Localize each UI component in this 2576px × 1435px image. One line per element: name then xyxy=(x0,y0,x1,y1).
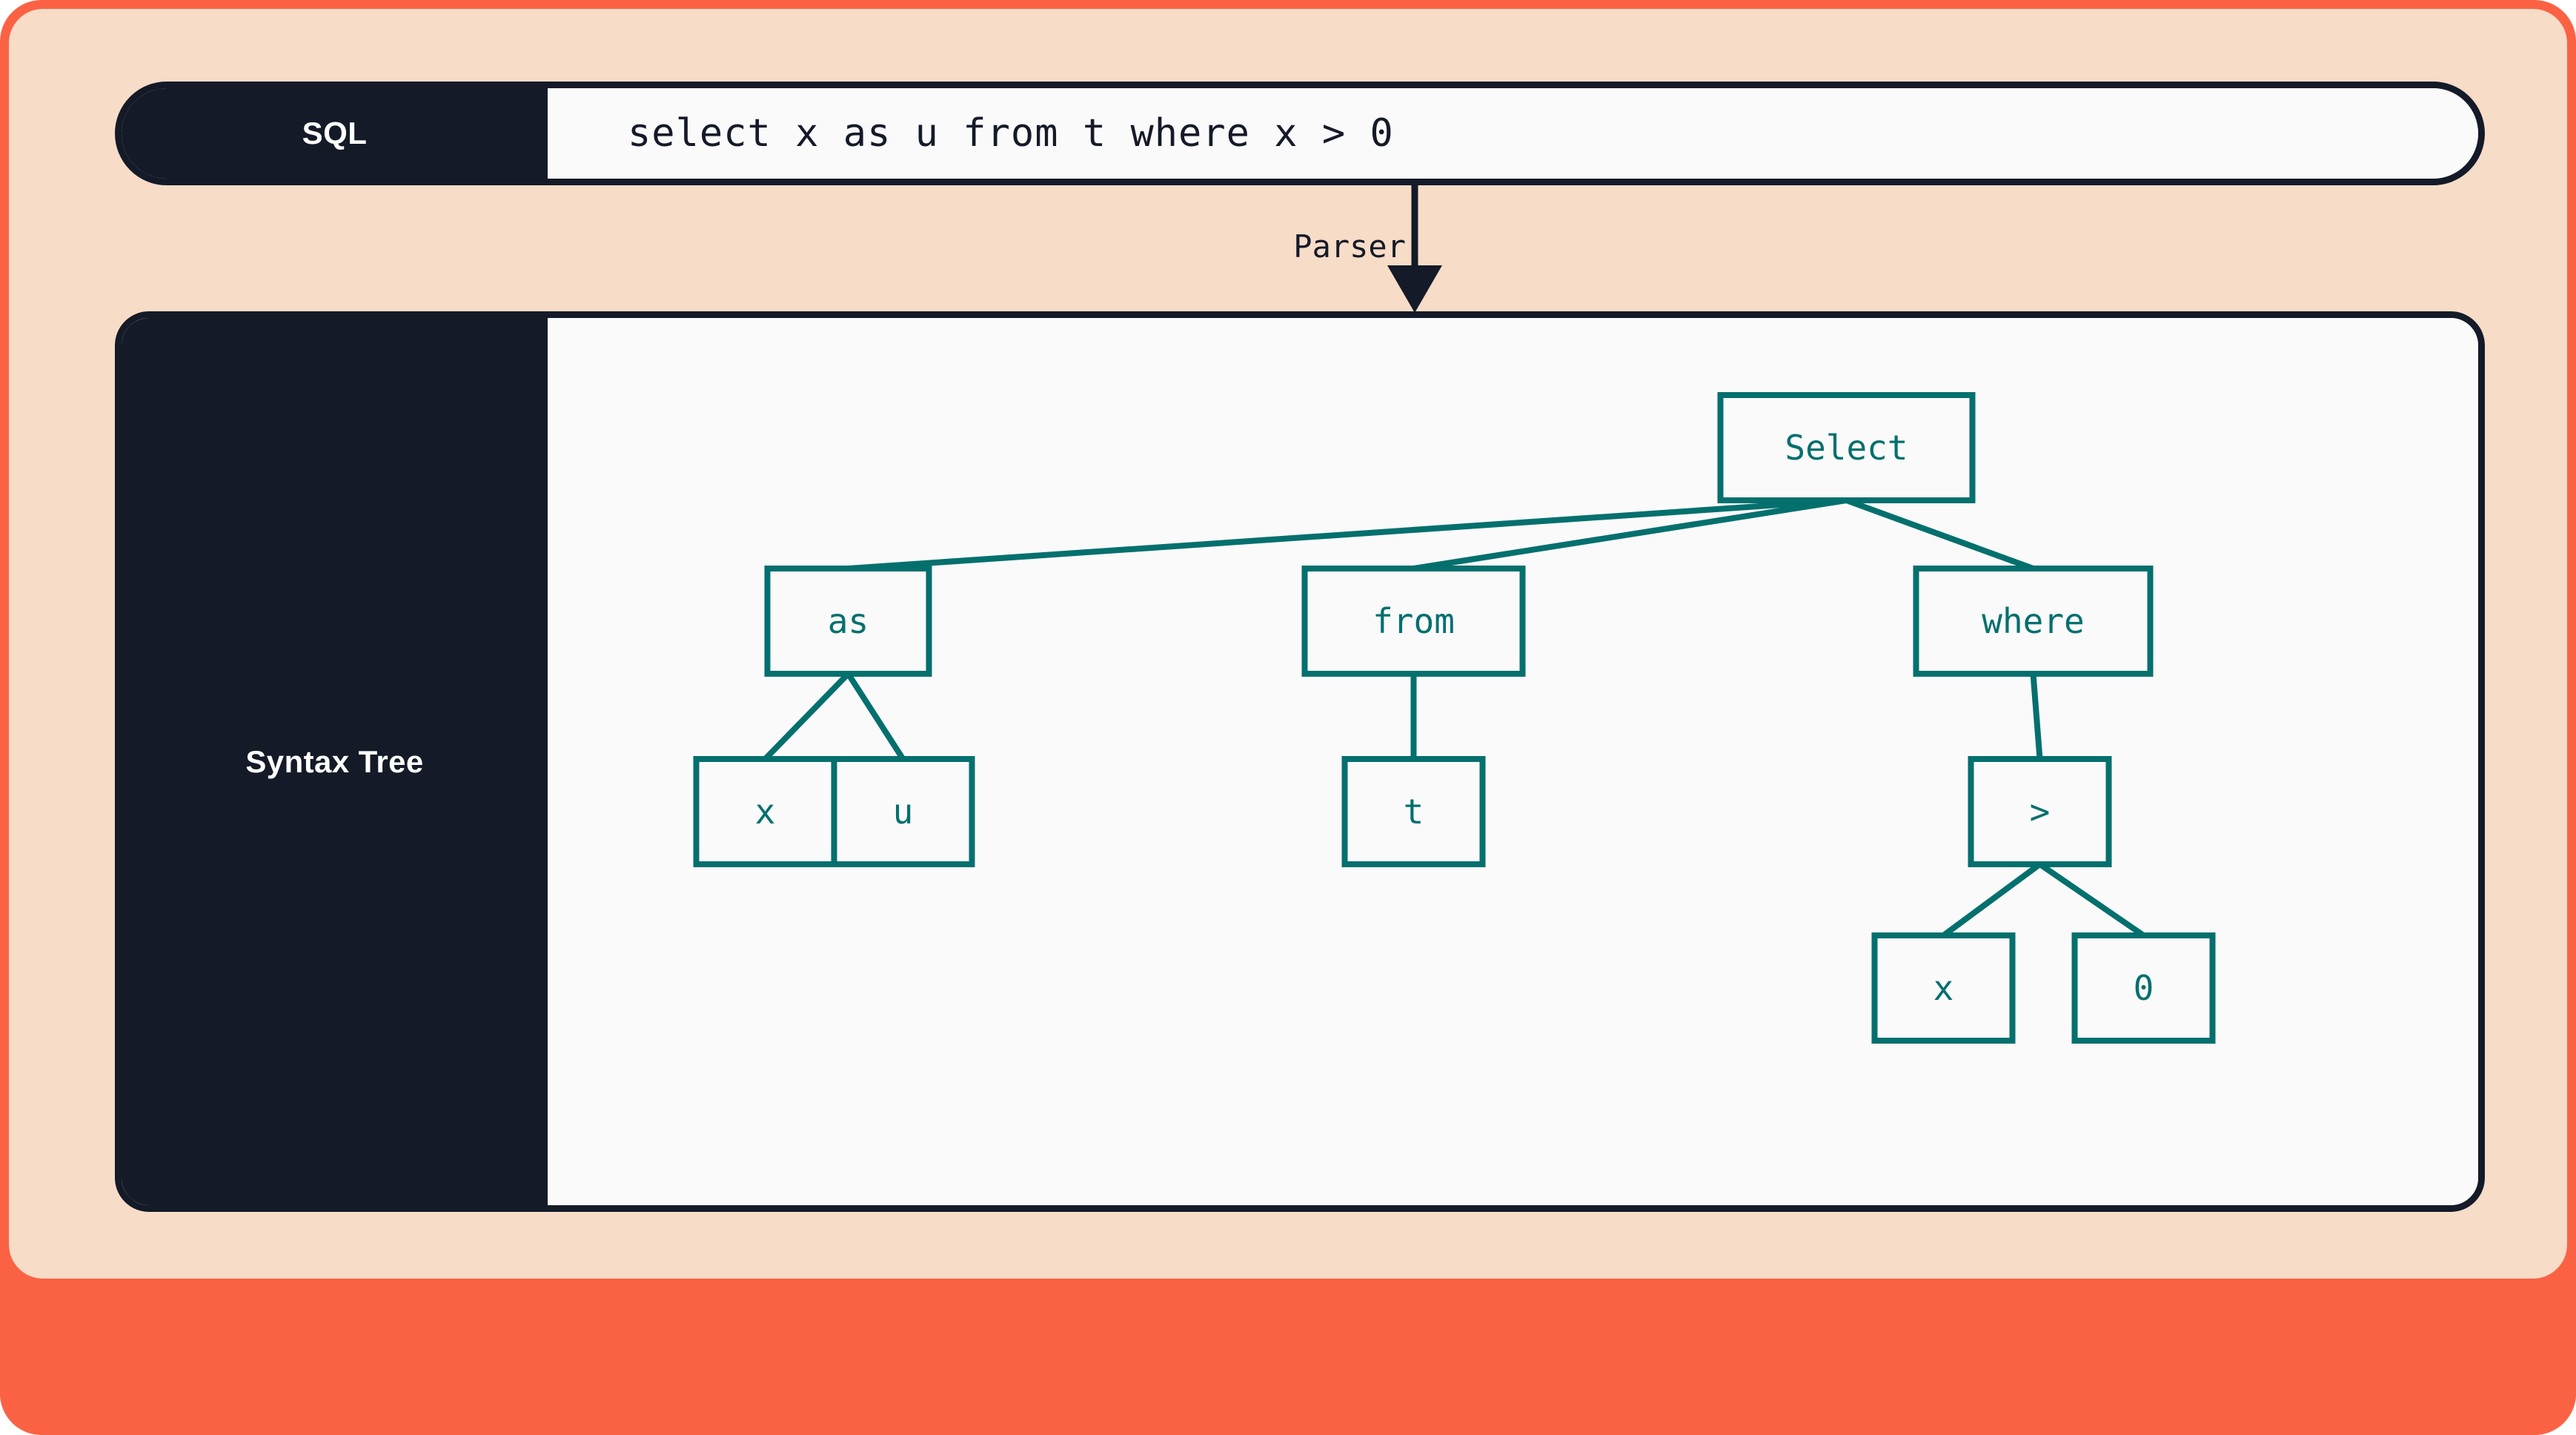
syntax-tree-graph: Select as from where x u t > x 0 xyxy=(693,392,2216,1044)
tree-node-label: x xyxy=(1933,968,1954,1008)
syntax-tree-panel: Syntax Tree Select as from where x u t > x 0 xyxy=(115,311,2485,1212)
tree-node-label: t xyxy=(1404,792,1424,832)
tree-node-label: u xyxy=(893,792,914,832)
tree-edge-group xyxy=(763,497,2145,938)
tree-node-box xyxy=(831,756,975,867)
tree-node-from[interactable]: from xyxy=(1301,566,1526,677)
tree-edge xyxy=(1845,497,2034,571)
tree-node-as_x[interactable]: x xyxy=(693,756,837,867)
tree-node-as[interactable]: as xyxy=(764,566,932,677)
tree-node-label: Select xyxy=(1785,428,1908,468)
tree-edge xyxy=(846,672,906,761)
tree-edge xyxy=(2038,861,2145,938)
tree-node-box xyxy=(1341,756,1486,867)
sql-row-label: SQL xyxy=(122,88,548,179)
parser-label: Parser xyxy=(1293,228,1406,265)
tree-node-label: 0 xyxy=(2134,968,2154,1008)
tree-edge xyxy=(2030,673,2043,760)
tree-node-label: where xyxy=(1982,601,2084,641)
tree-node-box xyxy=(1968,756,2112,867)
syntax-tree-sidebar-label: Syntax Tree xyxy=(122,318,548,1205)
tree-node-label: from xyxy=(1372,601,1455,641)
tree-node-box xyxy=(693,756,837,867)
sql-query-field[interactable]: select x as u from t where x > 0 xyxy=(548,88,2478,179)
tree-node-gt_x[interactable]: x xyxy=(1871,932,2016,1044)
tree-node-box xyxy=(1871,932,2016,1044)
tree-node-box xyxy=(2071,932,2216,1044)
syntax-tree-canvas: Select as from where x u t > x 0 xyxy=(548,318,2478,1205)
sql-query-text: select x as u from t where x > 0 xyxy=(628,111,1394,156)
tree-edge xyxy=(763,672,851,761)
tree-edge xyxy=(1413,497,1848,571)
tree-node-select[interactable]: Select xyxy=(1717,392,1976,503)
tree-node-as_u[interactable]: u xyxy=(831,756,975,867)
tree-node-gt[interactable]: > xyxy=(1968,756,2112,867)
tree-node-label: x xyxy=(755,792,776,832)
tree-node-gt_0[interactable]: 0 xyxy=(2071,932,2216,1044)
tree-node-box xyxy=(764,566,932,677)
tree-node-box xyxy=(1717,392,1976,503)
tree-node-group: Select as from where x u t > x 0 xyxy=(693,392,2216,1044)
tree-node-label: as xyxy=(828,601,869,641)
tree-edge xyxy=(1942,861,2042,938)
tree-node-box xyxy=(1301,566,1526,677)
tree-node-where[interactable]: where xyxy=(1913,566,2154,677)
footer-bar: Parsers Recognize the Structure of the Q… xyxy=(0,1279,2576,1435)
sql-input-row: SQL select x as u from t where x > 0 xyxy=(115,82,2485,185)
tree-node-box xyxy=(1913,566,2154,677)
parser-arrow-icon xyxy=(1387,185,1442,313)
body-panel: SQL select x as u from t where x > 0 Par… xyxy=(9,9,2567,1279)
tree-edge xyxy=(848,497,1847,571)
tree-node-from_t[interactable]: t xyxy=(1341,756,1486,867)
tree-node-label: > xyxy=(2030,792,2051,832)
